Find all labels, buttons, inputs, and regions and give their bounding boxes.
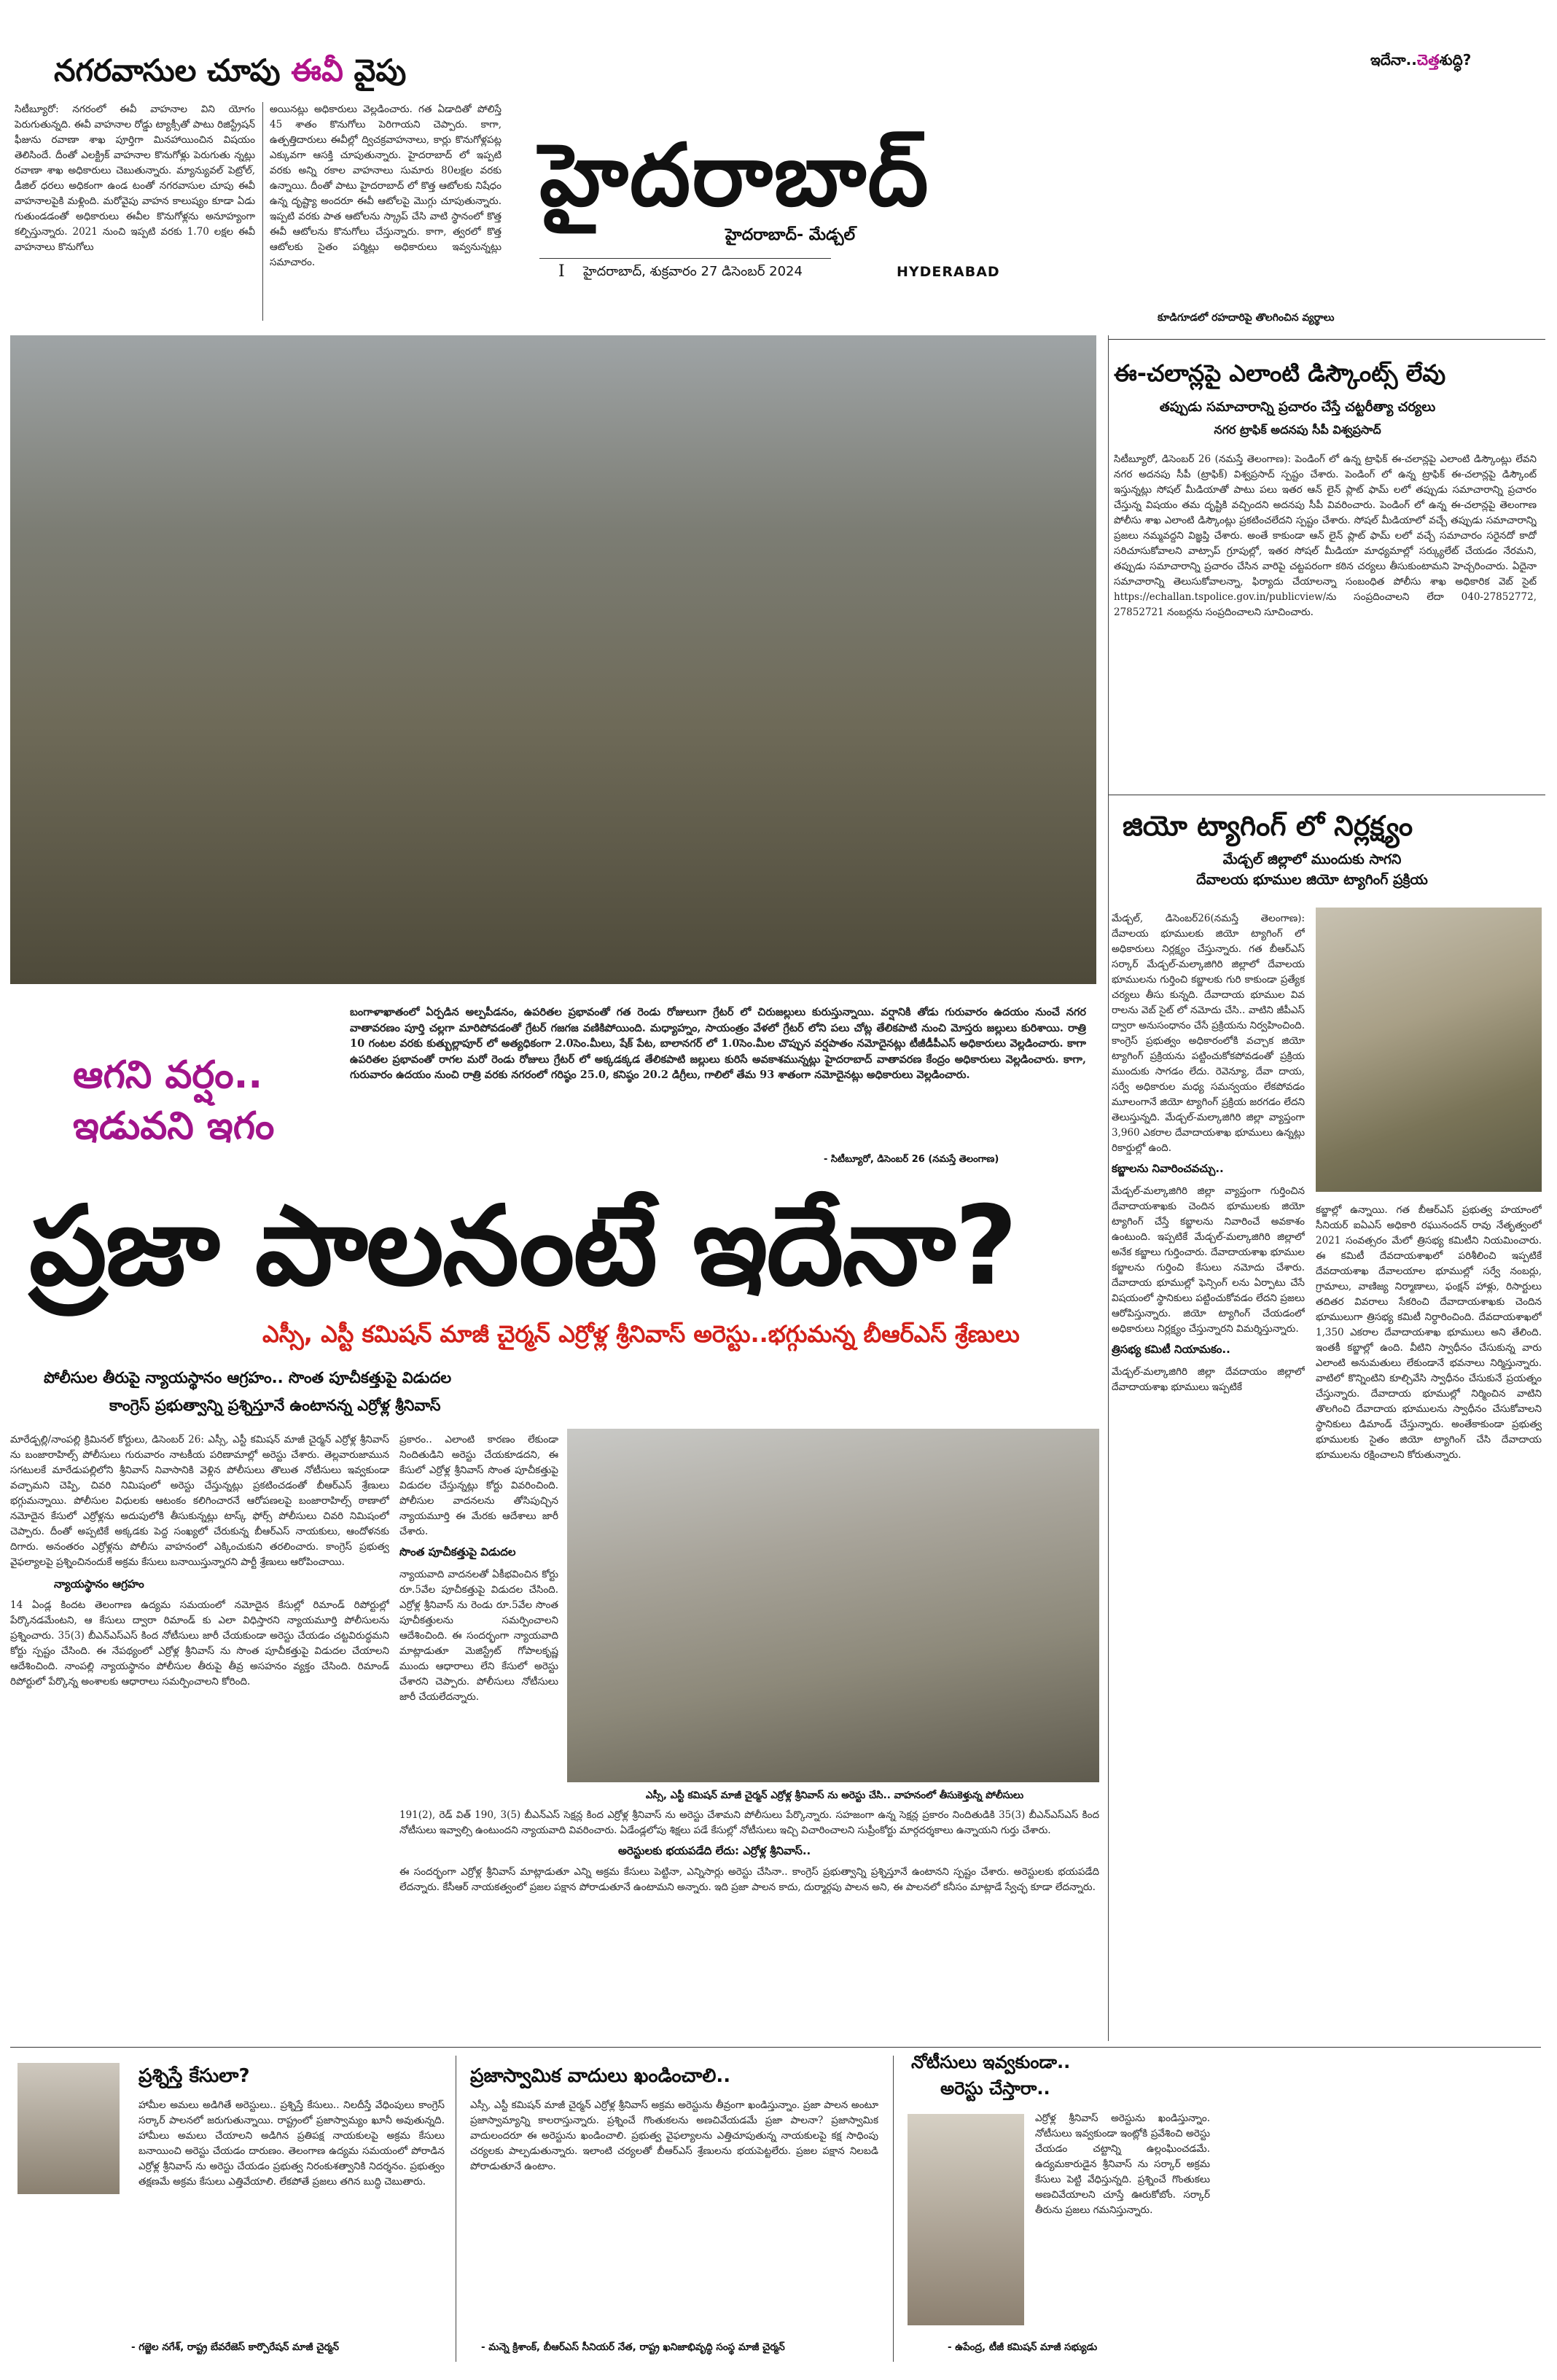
main-subhead: ఎస్సీ, ఎస్టీ కమిషన్ మాజీ చైర్మన్ ఎర్రోళ్… xyxy=(262,1320,1020,1348)
main-headline: ప్రజా పాలనంటే ఇదేనా? xyxy=(29,1183,1018,1310)
main-deck-1: పోలీసుల తీరుపై న్యాయస్థానం ఆగ్రహం.. సొంత… xyxy=(44,1369,452,1386)
b3-body: ఎర్రోళ్ల శ్రీనివాస్ అరెస్టును ఖండిస్తున్… xyxy=(1035,2112,1210,2216)
rain-credit: - సిటీబ్యూరో, డిసెంబర్ 26 (నమస్తే తెలంగా… xyxy=(824,1154,999,1165)
echallan-kicker: కూడిగూడలో రహదారిపై తొలగించిన వ్యర్థాలు xyxy=(1158,312,1335,324)
b2-credit: - మన్నె క్రిశాంక్, బీఆర్ఎస్ సీనియర్ నేత,… xyxy=(481,2341,785,2353)
echallan-byline: నగర ట్రాఫిక్ అదనపు సీపీ విశ్వప్రసాద్ xyxy=(1214,423,1381,437)
main-col1b: 14 ఏండ్ల కిందట తెలంగాణ ఉద్యమ సమయంలో నమోద… xyxy=(10,1599,389,1688)
ev-story: నగరవాసుల చూపు ఈవీ వైపు xyxy=(10,51,506,90)
rain-strip xyxy=(10,991,1096,1174)
b1-credit: - గజ్జెల నగేశ్, రాష్ట్ర బేవరేజెస్ కార్పొ… xyxy=(131,2341,339,2353)
geo-col1: మేడ్చల్, డిసెంబర్26(నమస్తే తెలంగాణ): దేవ… xyxy=(1112,913,1305,1154)
masthead-subtitle: హైదరాబాద్- మేడ్చల్ xyxy=(725,226,856,244)
rain-body: బంగాళాఖాతంలో ఏర్పడిన అల్పపీడనం, ఉపరితల ప… xyxy=(350,1006,1086,1081)
b2-headline: ప్రజాస్వామిక వాదులు ఖండించాలి.. xyxy=(470,2065,731,2087)
geo-sub-encroach: కబ్జాలను నివారించవచ్చు.. xyxy=(1112,1162,1224,1175)
rain-line-1: ఆగని వర్షం.. xyxy=(73,1053,263,1097)
top-photo xyxy=(10,335,1096,984)
geo-col1c: మేడ్చల్-మల్కాజిగిరి జిల్లా దేవదాయం జిల్ల… xyxy=(1112,1366,1305,1393)
issue-no: I xyxy=(558,262,565,281)
main-col3-wrap: 191(2), రెడ్ విత్ 190, 3(5) బీఎన్ఎస్ సెక… xyxy=(399,1808,1099,2041)
main-col3b: ఈ సందర్భంగా ఎర్రోళ్ల శ్రీనివాస్ మాట్లాడు… xyxy=(399,1866,1099,1893)
geo-col2: కబ్జాల్లో ఉన్నాయి. గత బీఆర్ఎస్ ప్రభుత్వ … xyxy=(1316,1204,1542,1461)
rain-headline: ఆగని వర్షం.. ఇడువని ఇగం xyxy=(73,1050,306,1152)
main-col2b: న్యాయవాది వాదనలతో ఏకీభవించిన కోర్టు రూ.5… xyxy=(399,1569,558,1703)
main-col3: 191(2), రెడ్ విత్ 190, 3(5) బీఎన్ఎస్ సెక… xyxy=(399,1809,1099,1836)
b1-photo xyxy=(17,2063,120,2194)
main-deck-2: కాంగ్రెస్ ప్రభుత్వాన్ని ప్రశ్నిస్తూనే ఉం… xyxy=(109,1397,441,1414)
ev-col2: అయినట్లు అధికారులు వెల్లడించారు. గత ఏడాద… xyxy=(270,104,502,268)
geo-subhead-2: దేవాలయ భూముల జియో ట్యాగింగ్ ప్రక్రియ xyxy=(1196,872,1428,888)
b3-headline-2: అరెస్టు చేస్తారా.. xyxy=(940,2078,1050,2099)
geo-col1b: మేడ్చల్-మల్కాజిగిరి జిల్లా వ్యాప్తంగా గు… xyxy=(1112,1185,1305,1335)
main-col2-wrap: ప్రకారం.. ఎలాంటి కారణం లేకుండా నిందితుడి… xyxy=(399,1432,558,1782)
main-sub-court: న్యాయస్థానం ఆగ్రహం xyxy=(54,1577,144,1591)
rain-line-2: ఇడువని ఇగం xyxy=(73,1104,275,1148)
b1-body: హామీల అమలు అడిగితే అరెస్టులు.. ప్రశ్నిస్… xyxy=(138,2099,445,2188)
main-col2: ప్రకారం.. ఎలాంటి కారణం లేకుండా నిందితుడి… xyxy=(399,1434,558,1537)
arrest-caption: ఎస్సీ, ఎస్టీ కమిషన్ మాజీ చైర్మన్ ఎర్రోళ్… xyxy=(645,1790,1024,1801)
echallan-headline: ఈ-చలాన్లపై ఎలాంటి డిస్కౌంట్స్ లేవు xyxy=(1114,359,1446,387)
b1-headline: ప్రశ్నిస్తే కేసులా? xyxy=(138,2065,250,2087)
b2-body: ఎస్సీ, ఎస్టీ కమిషన్ మాజీ చైర్మన్ ఎర్రోళ్… xyxy=(470,2099,878,2172)
b3-headline: నోటీసులు ఇవ్వకుండా.. xyxy=(911,2052,1071,2072)
masthead-english: HYDERABAD xyxy=(897,264,1000,280)
masthead: హైదరాబాద్ హైదరాబాద్- మేడ్చల్ I హైదరాబాద్… xyxy=(539,124,1021,306)
main-sub-bail: సొంత పూచీకత్తుపై విడుదల xyxy=(399,1545,516,1558)
echallan-body: సిటీబ్యూరో, డిసెంబర్ 26 (నమస్తే తెలంగాణ)… xyxy=(1114,453,1537,618)
b3-photo xyxy=(908,2114,1024,2325)
main-sub-fear: అరెస్టులకు భయపడేది లేదు: ఎర్రోళ్ల శ్రీని… xyxy=(618,1844,811,1857)
geo-headline: జియో ట్యాగింగ్ లో నిర్లక్ష్యం xyxy=(1123,810,1413,842)
geo-photo xyxy=(1316,908,1542,1192)
b3-credit: - ఉపేంద్ర, టీజీ కమిషన్ మాజీ సభ్యుడు xyxy=(948,2341,1098,2353)
masthead-title: హైదరాబాద్ xyxy=(539,125,930,225)
arrest-photo xyxy=(567,1429,1099,1782)
geo-subhead-1: మేడ్చల్ జిల్లాలో ముందుకు సాగని xyxy=(1222,851,1402,867)
echallan-subhead: తప్పుడు సమాచారాన్ని ప్రచారం చేస్తే చట్టర… xyxy=(1159,399,1436,415)
geo-sub-committee: త్రిసభ్య కమిటీ నియామకం.. xyxy=(1112,1343,1230,1356)
ear-teaser: ఇదేనా..చెత్తశుద్ధి? xyxy=(1370,51,1472,69)
geo-col1-wrap: మేడ్చల్, డిసెంబర్26(నమస్తే తెలంగాణ): దేవ… xyxy=(1112,911,1305,1640)
ev-col1: సిటీబ్యూరో: నగరంలో ఈవీ వాహనాల విని యోగం … xyxy=(15,104,255,253)
ev-headline: నగరవాసుల చూపు ఈవీ వైపు xyxy=(54,52,407,88)
masthead-date: హైదరాబాద్, శుక్రవారం 27 డిసెంబర్ 2024 xyxy=(583,264,803,279)
main-col1-wrap: మారేడ్పల్లి/నాంపల్లి క్రిమినల్ కోర్టులు,… xyxy=(10,1432,389,2059)
main-col1: మారేడ్పల్లి/నాంపల్లి క్రిమినల్ కోర్టులు,… xyxy=(10,1434,389,1568)
